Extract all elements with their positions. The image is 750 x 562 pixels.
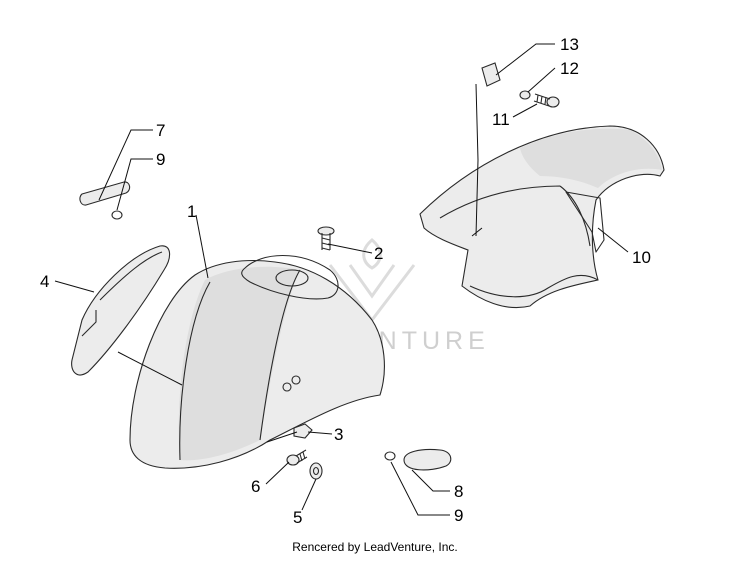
callout-4: 4 <box>40 272 49 291</box>
rear-fender <box>419 125 665 309</box>
front-fender-mount-hole <box>275 269 309 287</box>
washer-upper <box>111 210 123 220</box>
spring-clip <box>481 62 501 87</box>
washer-reflector-outer <box>384 451 396 461</box>
leader-13 <box>495 43 555 76</box>
side-panel <box>71 245 171 376</box>
callout-9-lower: 9 <box>454 506 463 525</box>
leader-lines <box>54 43 629 516</box>
callout-8: 8 <box>454 482 463 501</box>
nut-body <box>293 423 313 439</box>
leader-1 <box>195 214 209 279</box>
callout-6: 6 <box>251 477 260 496</box>
reflector <box>403 448 452 471</box>
washer-lower-inner <box>312 466 320 476</box>
leader-6 <box>265 461 290 485</box>
bolt-rear-shank <box>533 93 551 107</box>
callout-10: 10 <box>632 248 651 267</box>
callout-2: 2 <box>374 244 383 263</box>
front-fender-bolt-hole-1 <box>282 382 292 392</box>
bolt-rear-head <box>546 96 560 108</box>
callout-1: 1 <box>187 202 196 221</box>
washer-rear-outer <box>519 90 531 100</box>
callout-9-upper: 9 <box>156 150 165 169</box>
leader-5 <box>301 478 317 511</box>
screw-head <box>317 226 335 236</box>
front-fender-ridge <box>179 269 301 461</box>
trim-piece-body <box>79 181 131 206</box>
washer-lower-outer <box>309 462 323 480</box>
callout-12: 12 <box>560 59 579 78</box>
leader-2 <box>327 243 373 254</box>
spring-clip-body <box>481 62 501 87</box>
leader-9a <box>116 158 153 211</box>
callout-3: 3 <box>334 425 343 444</box>
rear-fender-bracket-strip <box>565 191 605 253</box>
leader-11 <box>512 103 538 118</box>
screw-shank <box>321 233 331 251</box>
leader-7 <box>98 129 153 201</box>
side-panel-edge <box>81 251 163 337</box>
leader-bracket-drop <box>471 83 483 237</box>
callout-13: 13 <box>560 35 579 54</box>
callout-11: 11 <box>492 110 510 129</box>
rear-fender-top-shade <box>520 128 662 188</box>
bolt-shank <box>295 449 308 464</box>
rear-fender-lower-edge <box>469 274 599 298</box>
leader-3 <box>307 431 333 435</box>
side-panel-body <box>71 245 171 376</box>
washer-upper-outer <box>111 210 123 220</box>
leader-3b <box>266 431 298 443</box>
leader-4 <box>54 280 95 293</box>
front-fender-inner-shade <box>178 266 300 461</box>
leader-8 <box>411 469 450 492</box>
bolt-head <box>286 454 300 466</box>
front-fender <box>129 254 385 469</box>
rear-fender-inner-edge <box>439 185 591 247</box>
leader-1b <box>117 351 183 386</box>
callout-7: 7 <box>156 121 165 140</box>
leader-9b <box>390 461 450 516</box>
bolt <box>286 449 308 466</box>
callout-labels: 1 2 3 4 5 6 7 8 9 9 10 11 12 13 <box>40 35 651 527</box>
washer-rear <box>519 90 531 100</box>
leader-12 <box>527 67 556 93</box>
washer-lower <box>309 462 323 480</box>
leader-10 <box>597 227 629 253</box>
bolt-rear <box>533 93 560 108</box>
callout-5: 5 <box>293 508 302 527</box>
front-fender-mount-plate <box>241 254 339 300</box>
screw <box>317 226 335 251</box>
front-fender-bolt-hole-2 <box>291 375 301 385</box>
trim-piece <box>79 181 131 206</box>
credit-line: Rencered by LeadVenture, Inc. <box>292 540 458 554</box>
washer-reflector <box>384 451 396 461</box>
nut <box>293 423 313 439</box>
reflector-body <box>403 448 452 471</box>
